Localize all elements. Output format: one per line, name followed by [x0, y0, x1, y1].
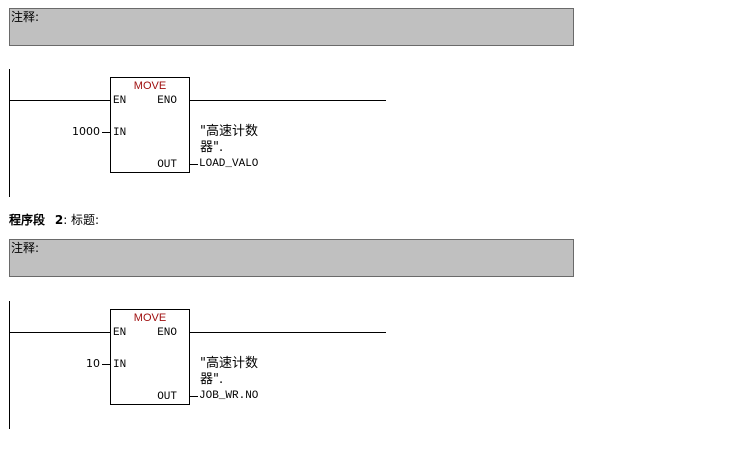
- segment2-move-block[interactable]: MOVE EN ENO IN OUT: [110, 309, 190, 405]
- segment2-pin-en: EN: [113, 327, 127, 339]
- segment2-title-prefix: 程序段: [9, 213, 46, 227]
- segment1-power-rail: [9, 69, 10, 197]
- segment2-out-address[interactable]: JOB_WR.NO: [199, 390, 259, 402]
- segment1-out-symbol-line2[interactable]: 器".: [200, 140, 224, 155]
- segment1-pin-en: EN: [113, 95, 127, 107]
- segment1-comment-label: 注释:: [11, 10, 40, 24]
- segment2-title-number: 2: [54, 213, 64, 227]
- segment1-in-stub: [102, 132, 110, 133]
- segment2-en-wire: [9, 332, 110, 333]
- segment2-eno-wire: [190, 332, 386, 333]
- segment1-eno-wire: [190, 100, 386, 101]
- segment2-out-symbol-line1[interactable]: "高速计数: [200, 356, 258, 371]
- segment1-comment-box[interactable]: 注释:: [9, 8, 574, 46]
- segment2-pin-in: IN: [113, 359, 127, 371]
- segment1-pin-in: IN: [113, 127, 127, 139]
- segment1-out-stub: [190, 164, 198, 165]
- segment1-pin-out: OUT: [157, 159, 177, 171]
- segment2-out-symbol-line2[interactable]: 器".: [200, 372, 224, 387]
- segment1-en-wire: [9, 100, 110, 101]
- segment1-in-value[interactable]: 1000: [72, 125, 100, 138]
- segment2-pin-eno: ENO: [157, 327, 177, 339]
- segment2-pin-out: OUT: [157, 391, 177, 403]
- segment2-in-stub: [102, 364, 110, 365]
- segment1-out-symbol-line1[interactable]: "高速计数: [200, 124, 258, 139]
- segment2-title[interactable]: 程序段 2: 标题:: [9, 212, 99, 228]
- segment2-out-stub: [190, 396, 198, 397]
- segment1-out-address[interactable]: LOAD_VALO: [199, 158, 259, 170]
- segment2-comment-label: 注释:: [11, 241, 40, 255]
- segment2-block-name: MOVE: [133, 312, 167, 324]
- segment1-pin-eno: ENO: [157, 95, 177, 107]
- segment2-title-suffix: : 标题:: [63, 213, 100, 227]
- segment1-block-name: MOVE: [133, 80, 167, 92]
- segment1-move-block[interactable]: MOVE EN ENO IN OUT: [110, 77, 190, 173]
- segment2-in-value[interactable]: 10: [86, 357, 100, 370]
- segment2-comment-box[interactable]: 注释:: [9, 239, 574, 277]
- segment2-power-rail: [9, 301, 10, 429]
